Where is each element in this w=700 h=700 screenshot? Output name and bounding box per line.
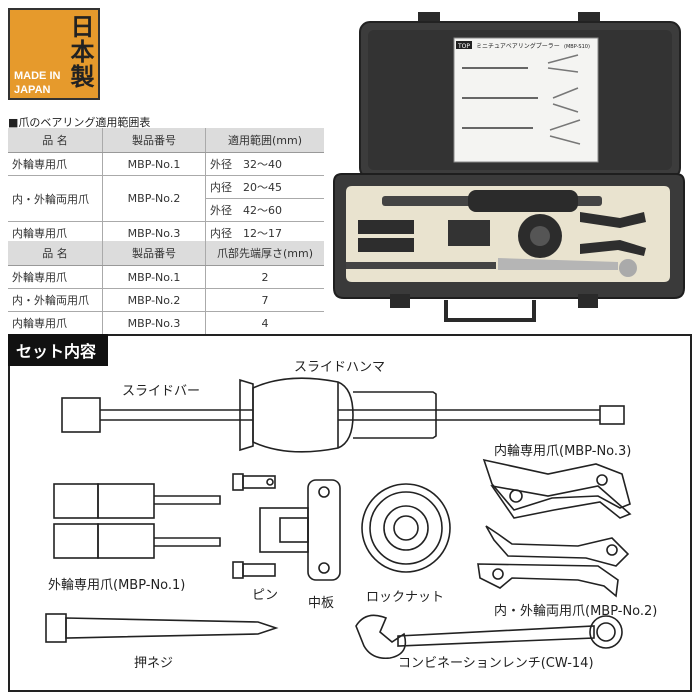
label-push-screw: 押ネジ — [134, 656, 174, 671]
inner-claw-drawing — [482, 458, 632, 519]
label-slide-bar: スライドバー — [122, 384, 201, 399]
cell-code: MBP-No.3 — [102, 311, 206, 335]
case-brand: TOP — [457, 43, 470, 50]
badge-kanji: 日本製 — [66, 14, 95, 89]
label-dual-claw: 内・外輪両用爪(MBP-No.2) — [494, 604, 658, 619]
case-model: (MBP-S10) — [564, 44, 590, 50]
table-row: 外輪専用爪 MBP-No.1 2 — [8, 265, 324, 289]
cell-code: MBP-No.1 — [102, 152, 206, 176]
cell-name: 内輪専用爪 — [8, 221, 103, 245]
label-slide-hammer: スライドハンマ — [294, 360, 386, 375]
table-row: 内輪専用爪 MBP-No.3 4 — [8, 311, 324, 335]
header-name: 品 名 — [8, 241, 103, 266]
badge-line1: MADE IN — [14, 70, 61, 82]
pin-drawing — [232, 473, 276, 579]
label-wrench: コンビネーションレンチ(CW-14) — [398, 656, 594, 671]
table-row: 内・外輪両用爪 MBP-No.2 内径 20～45 — [8, 175, 324, 222]
wrench-drawing — [355, 614, 623, 660]
slide-bar-drawing — [61, 397, 625, 433]
cell-code: MBP-No.3 — [102, 221, 206, 245]
label-pin: ピン — [252, 588, 279, 603]
made-in-japan-badge: 日本製 MADE IN JAPAN — [8, 8, 100, 100]
badge-line2: JAPAN — [14, 84, 51, 96]
set-contents-panel — [8, 334, 692, 692]
table-row: 外輪専用爪 MBP-No.1 外径 32～40 — [8, 152, 324, 176]
parts-diagram — [45, 377, 632, 660]
cell-value: 2 — [205, 265, 324, 289]
cell-code: MBP-No.2 — [102, 288, 206, 312]
cell-name: 内・外輪両用爪 — [8, 288, 103, 312]
table-row: 内・外輪両用爪 MBP-No.2 7 — [8, 288, 324, 312]
cell-name: 外輪専用爪 — [8, 152, 103, 176]
header-thickness: 爪部先端厚さ(mm) — [205, 241, 324, 266]
cell-range: 内径 20～45 — [205, 175, 324, 199]
table-row: 外径 42～60 — [8, 198, 324, 222]
cell-range: 外径 42～60 — [205, 198, 324, 222]
cell-name: 内・外輪両用爪 — [8, 175, 103, 222]
outer-claw-drawing — [53, 483, 221, 559]
label-inner-claw: 内輪専用爪(MBP-No.3) — [494, 444, 632, 459]
cell-code: MBP-No.1 — [102, 265, 206, 289]
header-code: 製品番号 — [102, 241, 206, 266]
section-title: ■爪のベアリング適用範囲表 — [8, 116, 151, 129]
cell-value: 4 — [205, 311, 324, 335]
label-middle-plate: 中板 — [308, 596, 335, 611]
range-table: 品 名 製品番号 適用範囲(mm) 外輪専用爪 MBP-No.1 外径 32～4… — [8, 128, 324, 245]
cell-value: 7 — [205, 288, 324, 312]
slide-hammer-drawing — [239, 377, 437, 453]
dual-claw-drawing — [477, 525, 630, 598]
middle-plate-drawing — [259, 479, 341, 581]
cell-name: 外輪専用爪 — [8, 265, 103, 289]
push-screw-drawing — [45, 613, 279, 643]
lock-nut-drawing — [361, 483, 451, 573]
label-lock-nut: ロックナット — [366, 590, 445, 605]
header-code: 製品番号 — [102, 128, 206, 153]
header-name: 品 名 — [8, 128, 103, 153]
header-range: 適用範囲(mm) — [205, 128, 324, 153]
cell-range: 外径 32～40 — [205, 152, 324, 176]
tool-case-photo: TOP ミニチュアベアリングプーラー (MBP-S10) — [333, 12, 685, 322]
cell-code: MBP-No.2 — [102, 175, 206, 222]
cell-name: 内輪専用爪 — [8, 311, 103, 335]
label-outer-claw: 外輪専用爪(MBP-No.1) — [48, 578, 186, 593]
thickness-table: 品 名 製品番号 爪部先端厚さ(mm) 外輪専用爪 MBP-No.1 2 内・外… — [8, 241, 324, 335]
case-title: ミニチュアベアリングプーラー — [476, 42, 560, 50]
set-title: セット内容 — [8, 334, 109, 366]
